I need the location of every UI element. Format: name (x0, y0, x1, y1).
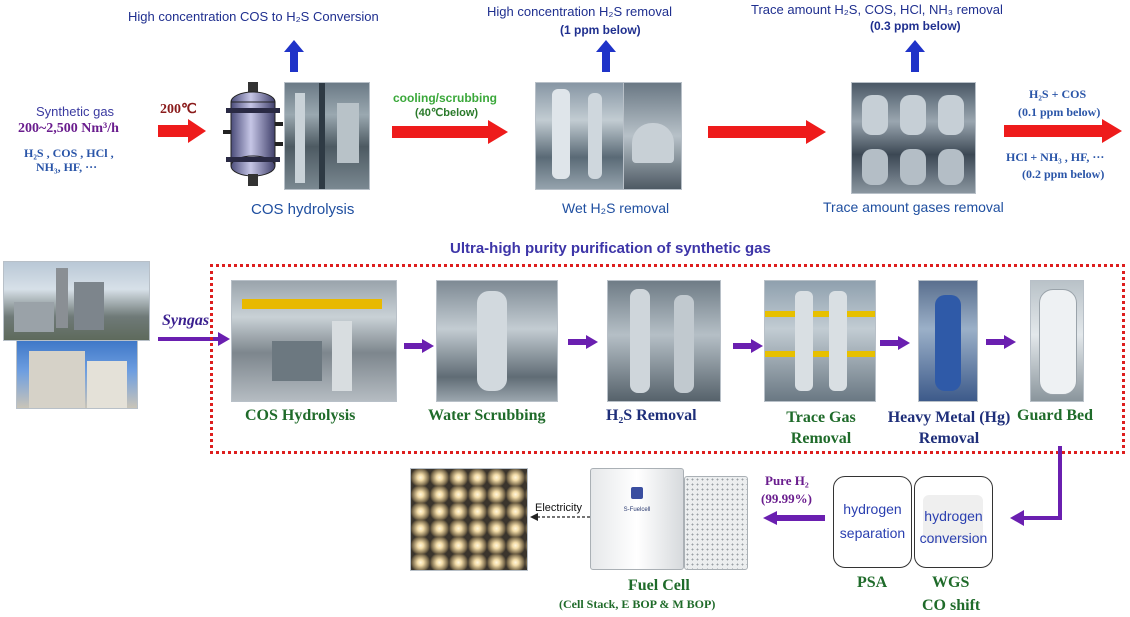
purification-box (210, 264, 1125, 454)
h2s-removal-ppm: (1 ppm below) (560, 23, 641, 37)
step-label-h2s: H₂S Removal (606, 407, 697, 424)
inlet-species-2: NH₃, HF, ··· (36, 160, 98, 174)
wet-h2s-photo-1 (535, 82, 625, 190)
fuel-cell-brand: S-Fuelcell (623, 507, 651, 513)
step-photo-h2s (607, 280, 721, 402)
dashed-arrow-icon (530, 513, 590, 521)
temp-200-label: 200℃ (160, 102, 197, 117)
trace-gas-photo (851, 82, 976, 194)
arrow-right-icon (1004, 119, 1122, 143)
led-lights-photo (410, 468, 528, 571)
reactor-vessel-icon (223, 82, 283, 186)
arrow-right-icon (158, 332, 230, 346)
trace-removal-label: Trace amount H₂S, COS, HCl, NH₃ removal (751, 2, 1003, 17)
fuel-cell-label: Fuel Cell (628, 577, 690, 594)
arrow-right-icon (568, 335, 598, 349)
outlet-h2s-cos-ppm: (0.1 ppm below) (1018, 105, 1101, 119)
plant-photo-1 (3, 261, 150, 341)
arrow-right-icon (392, 120, 508, 144)
step-label-hg: Heavy Metal (Hg) Removal (887, 409, 1011, 447)
step-photo-trace (764, 280, 876, 402)
middle-title: Ultra-high purity purification of synthe… (450, 240, 771, 257)
inlet-title: Synthetic gas (36, 104, 115, 119)
step-photo-hg (918, 280, 978, 402)
arrow-right-icon (733, 339, 763, 353)
stage-trace-gas: Trace amount gases removal (823, 199, 1004, 215)
arrow-up-icon (905, 40, 925, 72)
psa-label: PSA (857, 574, 888, 591)
purity-label: (99.99%) (761, 491, 812, 506)
arrow-up-icon (284, 40, 304, 72)
step-photo-guard (1030, 280, 1084, 402)
outlet-h2s-cos: H₂S + COS (1029, 87, 1087, 101)
arrow-right-icon (986, 335, 1016, 349)
psa-box: hydrogen separation (833, 476, 912, 568)
arrow-right-icon (880, 336, 910, 350)
psa-box-label: hydrogen separation (839, 501, 906, 541)
fuel-cell-photo: S-Fuelcell (590, 468, 748, 570)
step-label-trace: Trace Gas Removal (786, 409, 856, 447)
arrow-right-icon (158, 119, 206, 143)
electricity-label: Electricity (535, 502, 583, 514)
h2s-removal-label: High concentration H₂S removal (487, 4, 672, 19)
co-shift-label: CO shift (922, 597, 981, 614)
step-label-water: Water Scrubbing (428, 407, 546, 424)
pure-h2-label: Pure H₂ (765, 473, 809, 488)
inlet-species-1: H₂S , COS , HCl , (24, 146, 114, 160)
outlet-hcl-nh3-ppm: (0.2 ppm below) (1022, 167, 1105, 181)
cooling-label: cooling/scrubbing (393, 91, 497, 105)
plant-photo-2 (16, 340, 138, 409)
step-label-cos: COS Hydrolysis (245, 407, 356, 424)
step-photo-cos (231, 280, 397, 402)
wgs-box-label: hydrogen conversion (919, 508, 988, 546)
wgs-label: WGS (932, 574, 970, 591)
wgs-box: hydrogen conversion (914, 476, 993, 568)
inlet-flow: 200~2,500 Nm³/h (18, 121, 119, 136)
step-photo-water (436, 280, 558, 402)
stage-cos-hydrolysis: COS hydrolysis (251, 201, 355, 218)
cooling-temp: (40℃below) (415, 107, 479, 119)
syngas-label: Syngas (162, 312, 210, 329)
wet-h2s-photo-2 (623, 82, 682, 190)
fuel-cell-sub-label: (Cell Stack, E BOP & M BOP) (559, 597, 716, 611)
arrow-right-icon (708, 120, 826, 144)
step-label-guard: Guard Bed (1017, 407, 1094, 424)
arrow-right-icon (404, 339, 434, 353)
cos-conversion-label: High concentration COS to H₂S Conversion (128, 9, 379, 24)
trace-removal-ppm: (0.3 ppm below) (870, 19, 961, 33)
cos-hydrolysis-photo (284, 82, 370, 190)
arrow-elbow-icon (1010, 446, 1062, 526)
stage-wet-h2s: Wet H₂S removal (562, 200, 670, 216)
outlet-hcl-nh3: HCl + NH₃ , HF, ··· (1006, 150, 1105, 164)
arrow-up-icon (596, 40, 616, 72)
arrow-left-icon (763, 511, 825, 525)
